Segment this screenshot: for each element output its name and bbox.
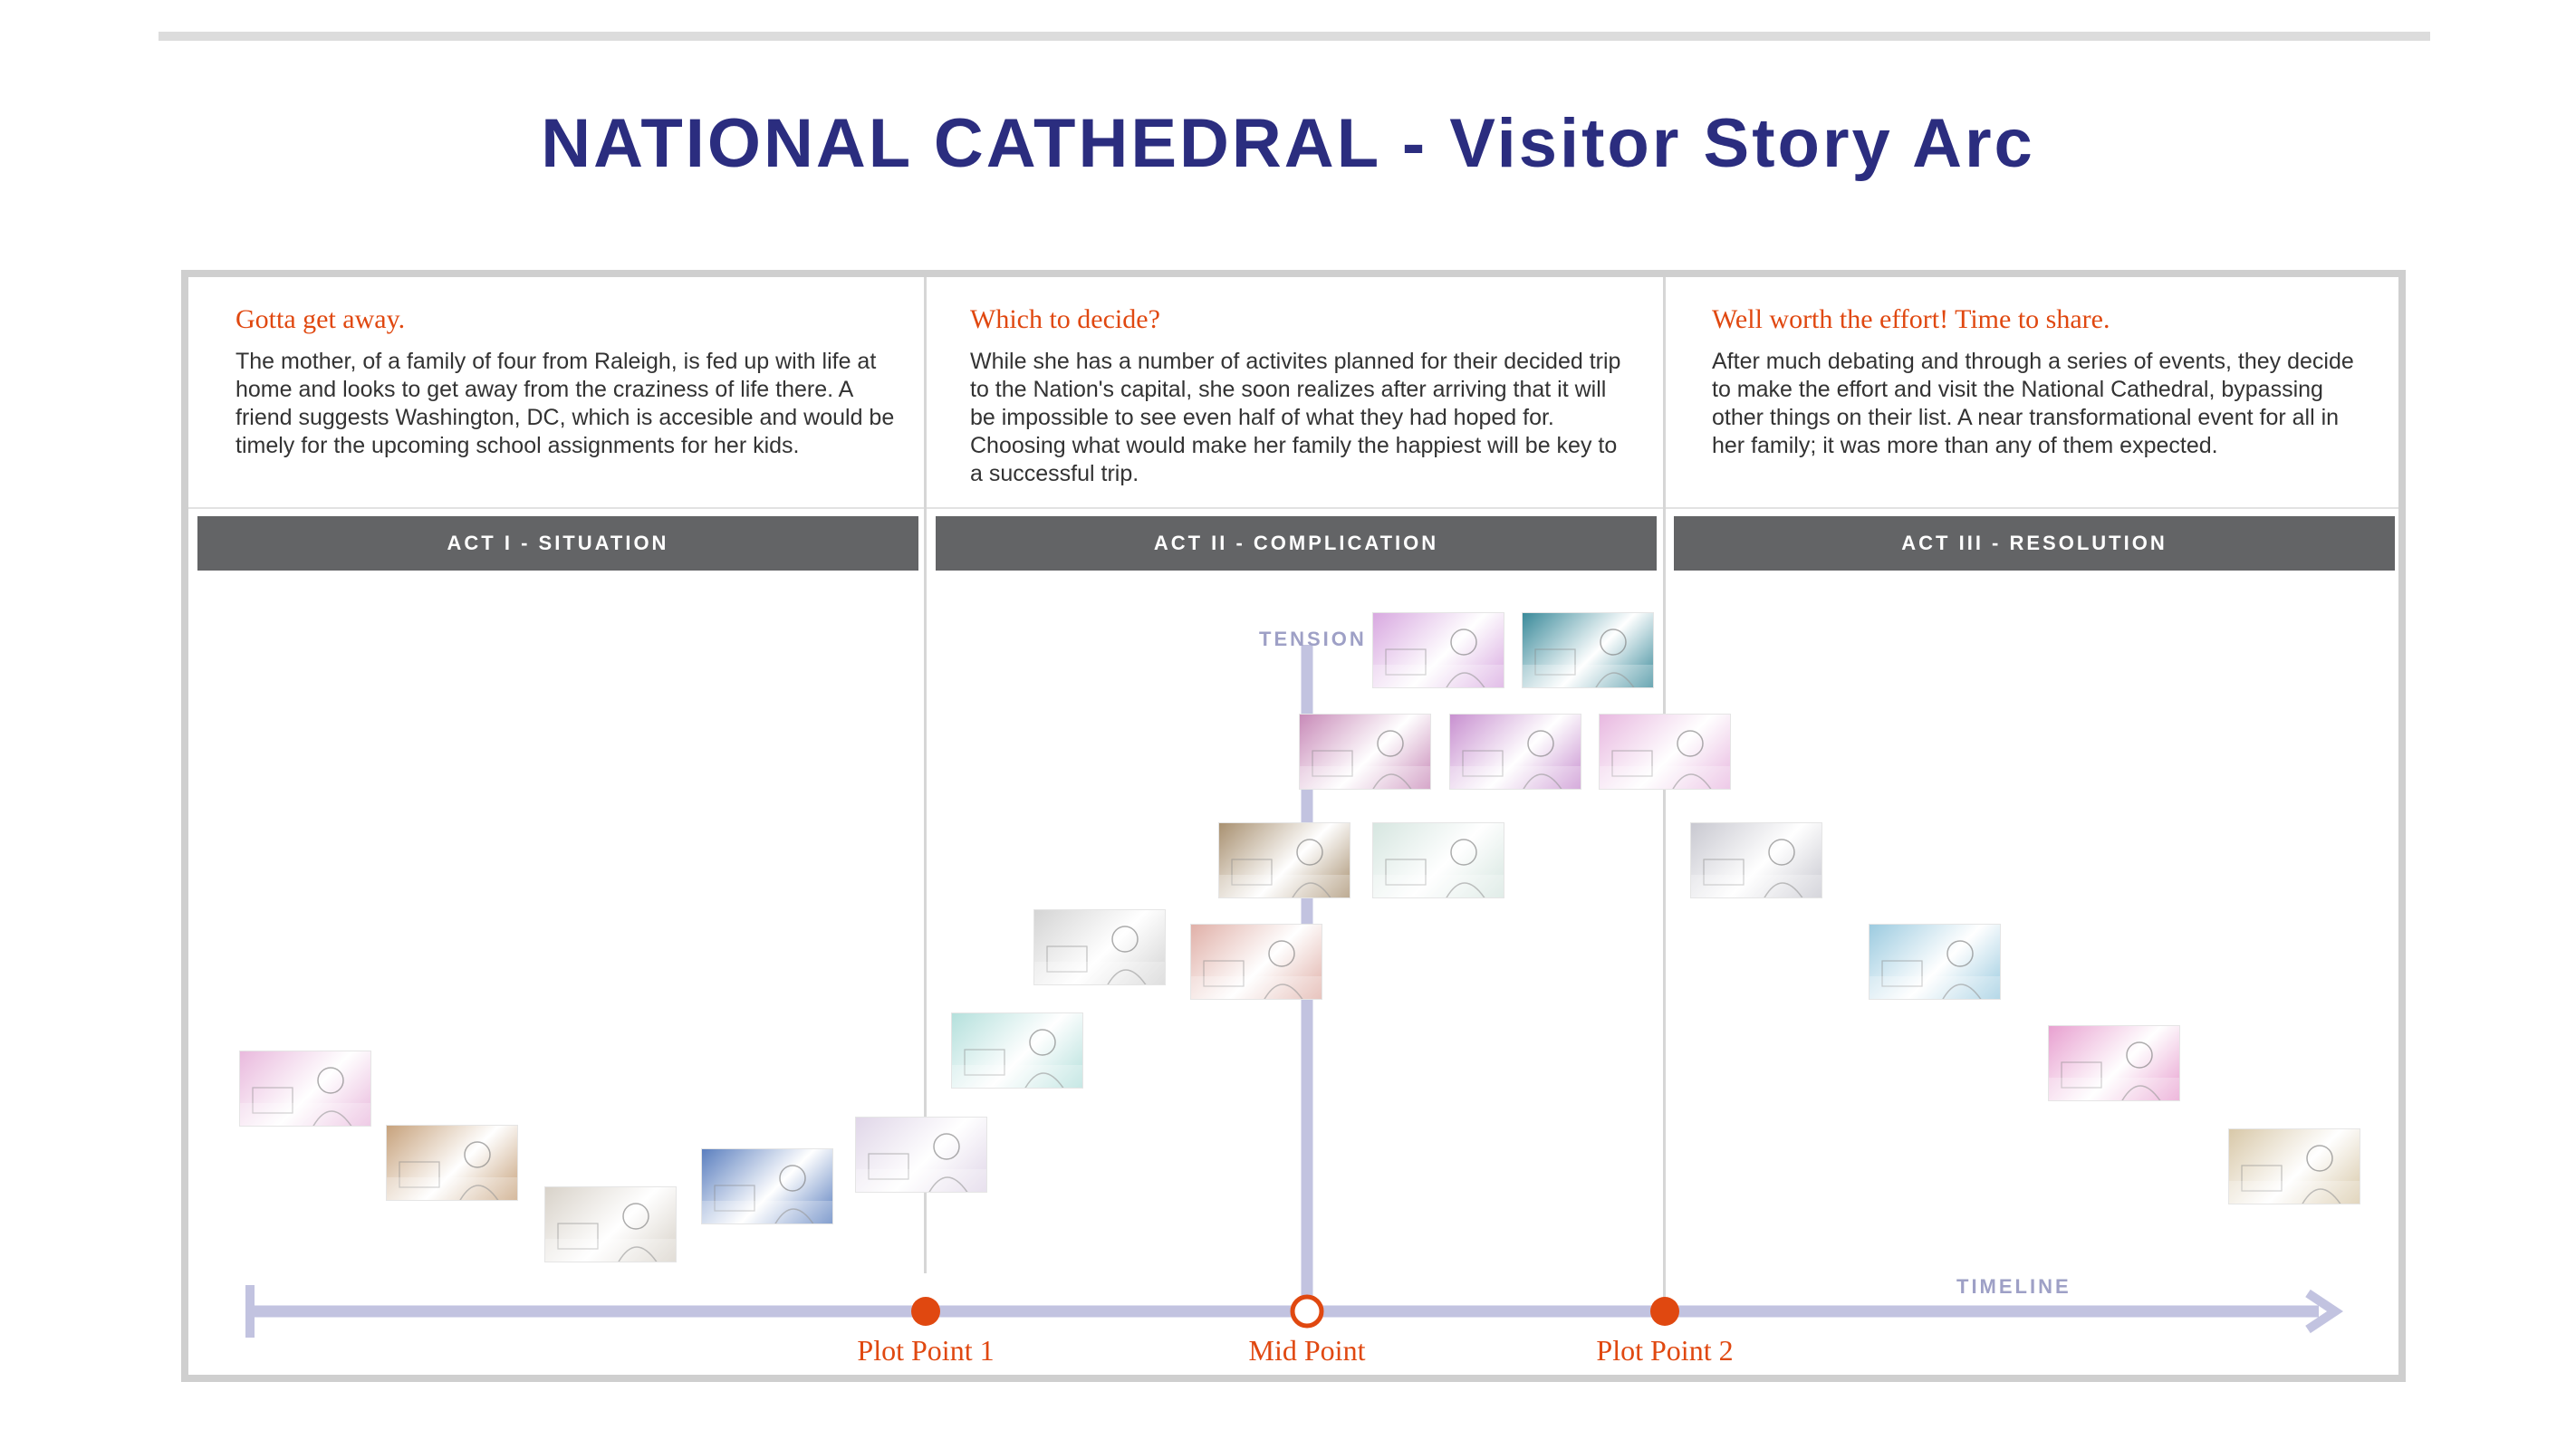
storyboard-frame-thank-you-email	[1869, 924, 2001, 1000]
plot-point-1-marker	[911, 1297, 940, 1326]
plot-point-2-label: Plot Point 2	[1596, 1334, 1734, 1367]
act-divider-1	[924, 277, 927, 1273]
description-divider	[188, 507, 2398, 509]
tension-axis-label: TENSION	[1259, 628, 1367, 650]
act-2-description: While she has a number of activites plan…	[970, 349, 1621, 486]
storyboard-frame-visitor-sketch	[1599, 714, 1731, 790]
storyboard-frame-coffee-and-notes	[855, 1117, 987, 1193]
act-2-header: ACT II - COMPLICATION	[936, 516, 1657, 571]
storyboard-frame-phone-in-hand	[1299, 714, 1431, 790]
act-divider-2	[1663, 277, 1666, 1310]
storyboard-frame-interactive-table	[1449, 714, 1581, 790]
storyboard-frame-family-discussion	[1190, 924, 1322, 1000]
top-divider	[159, 32, 2430, 41]
timeline-axis-label: TIMELINE	[1956, 1275, 2071, 1298]
plot-point-2-marker	[1650, 1297, 1679, 1326]
storyboard-frame-family-at-exhibit	[1690, 822, 1822, 898]
storyboard-frame-large-screen-viewing	[1522, 612, 1654, 688]
act-3-description: After much debating and through a series…	[1712, 349, 2354, 458]
act-3-header: ACT III - RESOLUTION	[1674, 516, 2395, 571]
storyboard-frame-cathedral-exterior	[1218, 822, 1350, 898]
storyboard-frame-cathedral-website	[701, 1148, 833, 1224]
timeline-arrowhead	[2305, 1289, 2344, 1334]
page-title: NATIONAL CATHEDRAL - Visitor Story Arc	[541, 105, 2035, 182]
storyboard-frame-mailbox-letter	[544, 1186, 677, 1262]
act-1-description: The mother, of a family of four from Ral…	[235, 349, 895, 458]
storyboard-frame-cathedral-interior-hall	[1372, 822, 1504, 898]
storyboard-frame-mother-stressed-at-home	[239, 1051, 371, 1127]
mid-point-marker	[1290, 1294, 1324, 1329]
storyboard-frame-stained-glass-light	[1372, 612, 1504, 688]
act-1-heading: Gotta get away.	[235, 304, 406, 334]
story-arc-frame	[181, 270, 2406, 1382]
act-2-heading: Which to decide?	[970, 304, 1160, 334]
act-1-header: ACT I - SITUATION	[197, 516, 918, 571]
storyboard-frame-friend-on-computer	[386, 1125, 518, 1201]
storyboard-frame-group-gathering	[2048, 1025, 2180, 1101]
storyboard-frame-capitol-arrival	[951, 1012, 1083, 1089]
plot-point-1-label: Plot Point 1	[857, 1334, 995, 1367]
act-3-heading: Well worth the effort! Time to share.	[1712, 304, 2110, 334]
mid-point-label: Mid Point	[1248, 1334, 1366, 1367]
storyboard-frame-sharing-at-home	[2228, 1128, 2360, 1204]
storyboard-frame-family-planning-sketch	[1033, 909, 1166, 985]
